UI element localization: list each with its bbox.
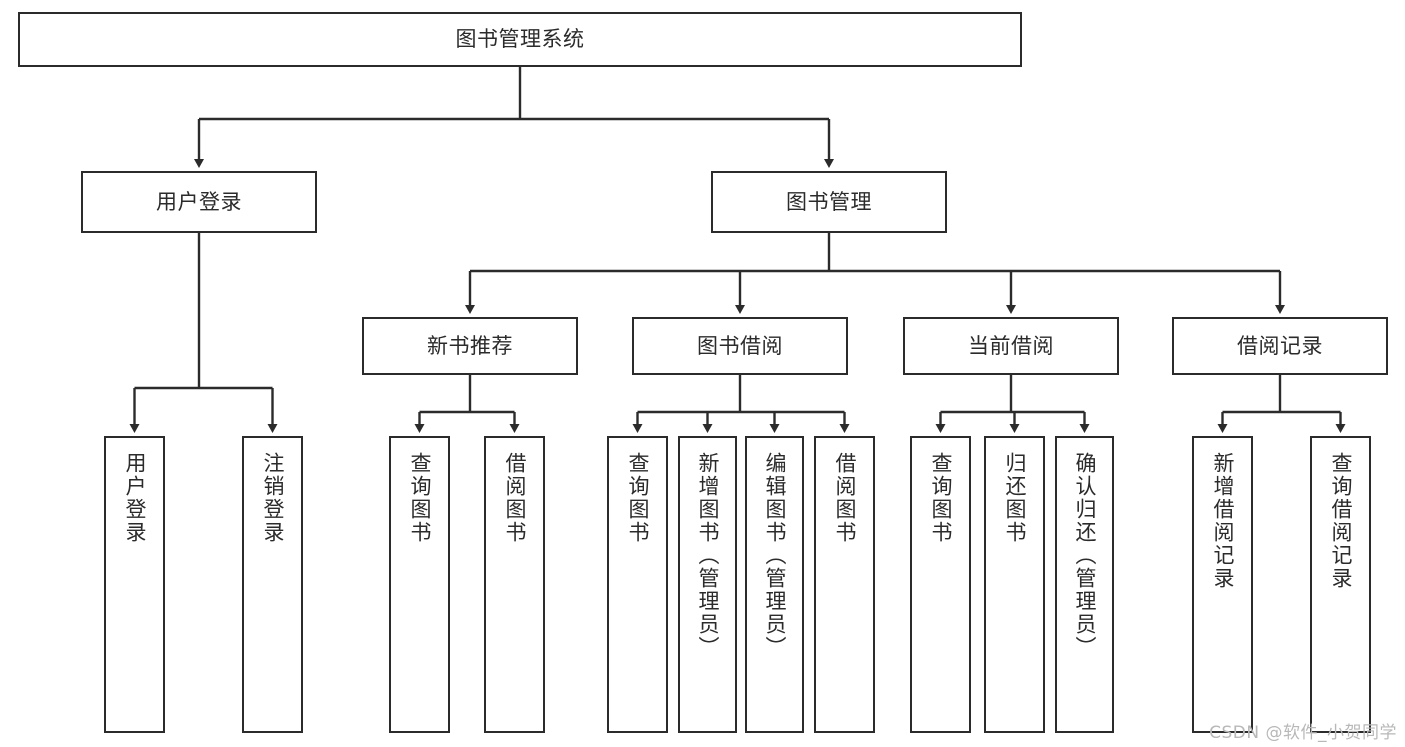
node-label: 新增借阅记录 [1210,452,1235,590]
node-label: 借阅图书 [832,452,857,544]
node-label: 用户登录 [122,452,147,544]
node-current-borrow[interactable]: 当前借阅 [903,317,1119,375]
node-book-borrow[interactable]: 图书借阅 [632,317,848,375]
node-leaf-user-logout[interactable]: 注销登录 [242,436,303,733]
node-label: 查询借阅记录 [1328,452,1353,590]
node-label: 图书管理系统 [455,27,585,52]
csdn-watermark: CSDN @软件_小贺同学 [1209,723,1397,743]
node-leaf-edit-book[interactable]: 编辑图书（管理员） [745,436,804,733]
node-label: 确认归还（管理员） [1072,452,1097,659]
node-label: 查询图书 [407,452,432,544]
node-leaf-query-book-3[interactable]: 查询图书 [910,436,971,733]
node-leaf-query-record[interactable]: 查询借阅记录 [1310,436,1371,733]
node-borrow-record[interactable]: 借阅记录 [1172,317,1388,375]
node-label: 归还图书 [1002,452,1027,544]
node-leaf-add-book[interactable]: 新增图书（管理员） [678,436,737,733]
node-label: 新增图书（管理员） [695,452,720,659]
node-leaf-confirm-return[interactable]: 确认归还（管理员） [1055,436,1114,733]
node-leaf-borrow-book-1[interactable]: 借阅图书 [484,436,545,733]
node-label: 编辑图书（管理员） [762,452,787,659]
node-leaf-borrow-book-2[interactable]: 借阅图书 [814,436,875,733]
node-label: 注销登录 [260,452,285,544]
node-label: 查询图书 [928,452,953,544]
node-label: 图书借阅 [697,333,783,358]
node-leaf-add-record[interactable]: 新增借阅记录 [1192,436,1253,733]
node-label: 借阅记录 [1237,333,1323,358]
node-leaf-return-book[interactable]: 归还图书 [984,436,1045,733]
node-leaf-query-book-2[interactable]: 查询图书 [607,436,668,733]
node-label: 新书推荐 [427,333,513,358]
node-label: 查询图书 [625,452,650,544]
node-leaf-query-book-1[interactable]: 查询图书 [389,436,450,733]
node-label: 用户登录 [156,189,242,214]
node-new-book-rec[interactable]: 新书推荐 [362,317,578,375]
node-root[interactable]: 图书管理系统 [18,12,1022,67]
node-label: 图书管理 [786,189,872,214]
node-label: 借阅图书 [502,452,527,544]
node-label: 当前借阅 [968,333,1054,358]
node-user-login[interactable]: 用户登录 [81,171,317,233]
node-book-manage[interactable]: 图书管理 [711,171,947,233]
node-leaf-user-login[interactable]: 用户登录 [104,436,165,733]
